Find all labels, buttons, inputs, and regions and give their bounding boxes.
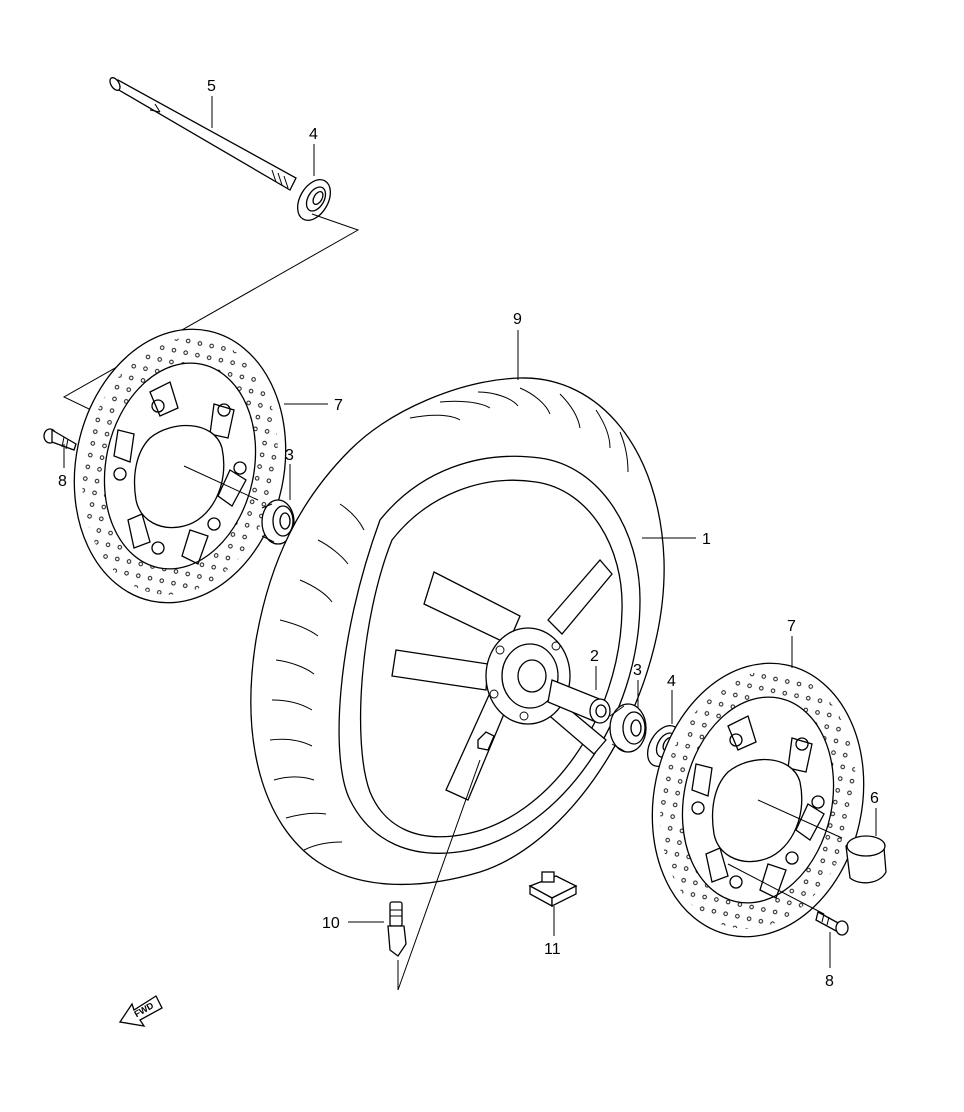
axle-part[interactable] xyxy=(108,76,297,191)
disc-left-guide-line xyxy=(183,465,259,501)
callout-7-left: 7 xyxy=(334,397,343,414)
callout-6: 6 xyxy=(870,790,879,807)
callout-3-right: 3 xyxy=(633,662,642,679)
brake-disc-right[interactable] xyxy=(628,643,889,956)
balance-weight-part[interactable] xyxy=(528,871,578,908)
callout-3-left: 3 xyxy=(285,447,294,464)
callout-7-right: 7 xyxy=(787,618,796,635)
oil-seal-part-upper[interactable] xyxy=(291,174,337,226)
tire-part[interactable] xyxy=(250,377,665,886)
callout-2: 2 xyxy=(590,648,599,665)
bolt-left[interactable] xyxy=(43,428,77,451)
callout-8-right: 8 xyxy=(825,973,834,990)
callout-10: 10 xyxy=(322,915,340,932)
fwd-arrow: FWD xyxy=(118,995,163,1027)
spacer-right-part[interactable] xyxy=(845,835,887,884)
valve-part[interactable] xyxy=(387,901,407,957)
axle-guide-line xyxy=(62,213,360,421)
callout-1: 1 xyxy=(702,531,711,548)
valve-guide-line-upper xyxy=(397,759,481,991)
callout-11: 11 xyxy=(544,941,561,958)
bearing-left[interactable] xyxy=(261,499,295,545)
leader-lines xyxy=(63,96,877,968)
bolt-right-guide-line xyxy=(727,863,825,915)
callout-5: 5 xyxy=(207,78,216,95)
bearing-right[interactable] xyxy=(609,703,647,753)
brake-disc-left[interactable] xyxy=(50,309,311,622)
disc-right-guide-line xyxy=(757,799,843,839)
callout-4-upper: 4 xyxy=(309,126,318,143)
callout-9: 9 xyxy=(513,311,522,328)
bolt-right[interactable] xyxy=(815,911,849,936)
callout-4-right: 4 xyxy=(667,673,676,690)
spacer-part[interactable] xyxy=(547,679,611,724)
callout-8-left: 8 xyxy=(58,473,67,490)
